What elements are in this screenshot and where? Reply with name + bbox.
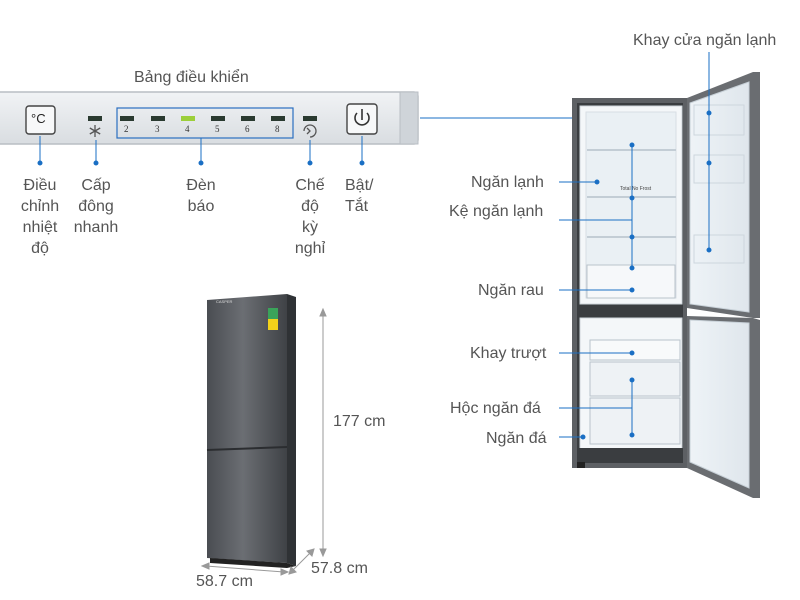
celsius-icon: °C — [31, 111, 46, 126]
label-temp-adjust: Điều chỉnh nhiệt độ — [20, 177, 60, 257]
label-vacation: Chế độ kỳ nghỉ — [294, 177, 326, 257]
dimension-lines — [200, 307, 327, 576]
power-icon — [354, 109, 370, 126]
label-fridge-compartment: Ngăn lạnh — [471, 174, 544, 191]
temperature-button[interactable] — [25, 105, 56, 135]
control-panel — [0, 91, 419, 145]
width-dimension-label: 58.7 cm — [196, 573, 253, 590]
interior-brand-text: Total No Frost — [620, 186, 652, 192]
snowflake-icon — [89, 125, 101, 137]
level-number: 6 — [245, 124, 250, 134]
label-power: Bật/ Tắt — [345, 177, 374, 215]
svg-text:CASPER: CASPER — [216, 299, 233, 304]
level-number: 3 — [155, 124, 160, 134]
label-sliding-tray: Khay trượt — [470, 345, 547, 362]
label-freezer-drawer: Hộc ngăn đá — [450, 400, 541, 417]
level-number: 5 — [215, 124, 220, 134]
fridge-pointer-lines — [559, 52, 712, 440]
label-fridge-shelf: Kệ ngăn lạnh — [449, 203, 544, 220]
quick-freeze-led — [88, 116, 102, 121]
depth-dimension-label: 57.8 cm — [311, 560, 368, 577]
control-panel-title: Bảng điều khiển — [134, 69, 249, 86]
vacation-led — [303, 116, 317, 121]
open-fridge: Total No Frost — [572, 72, 760, 498]
level-number: 8 — [275, 124, 280, 134]
level-number: 2 — [124, 124, 129, 134]
closed-fridge: CASPER — [206, 294, 296, 568]
label-door-tray: Khay cửa ngăn lạnh — [633, 32, 777, 49]
vacation-icon — [303, 124, 317, 138]
label-indicator: Đèn báo — [186, 177, 216, 215]
label-freezer-compartment: Ngăn đá — [486, 430, 547, 447]
indicator-leds — [120, 116, 285, 121]
label-quick-freeze: Cấp đông nhanh — [73, 177, 119, 236]
height-dimension-label: 177 cm — [333, 413, 386, 430]
level-number: 4 — [185, 124, 190, 134]
label-crisper: Ngăn rau — [478, 282, 544, 299]
indicator-group-box — [116, 107, 294, 139]
